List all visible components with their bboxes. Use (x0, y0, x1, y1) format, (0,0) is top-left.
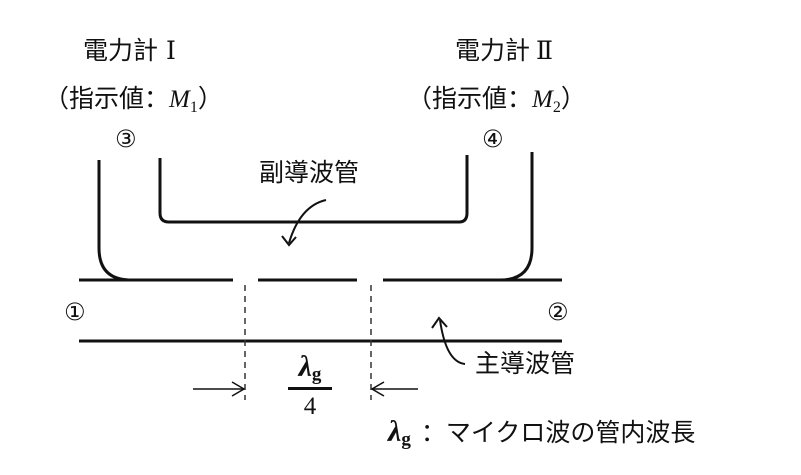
port-1-label: ① (64, 298, 86, 326)
meter-1-reading-sub: 1 (189, 99, 198, 116)
meter-2-numeral: Ⅱ (536, 36, 554, 65)
legend: λg ：マイクロ波の管内波長 (388, 415, 696, 450)
lambda-symbol: λ (298, 350, 312, 383)
fraction-bar (288, 387, 332, 390)
meter-2-reading-sub: 2 (552, 99, 561, 116)
meter-1-reading-prefix: （指示値： (44, 84, 170, 113)
outer-right-wall (499, 152, 534, 282)
meter-1-reading-suffix: ） (197, 84, 223, 113)
quarter-wavelength-fraction: λg 4 (286, 352, 334, 419)
port-4-label: ④ (482, 125, 504, 153)
meter-2-reading-var: M (532, 86, 553, 113)
main-waveguide-label: 主導波管 (475, 349, 576, 378)
sub-waveguide-inner (158, 155, 469, 224)
meter-1-name: 電力計 (83, 36, 159, 65)
sub-waveguide-label: 副導波管 (259, 158, 360, 187)
dimension-arrowhead-right (370, 381, 385, 397)
sub-waveguide-pointer-arrow (288, 199, 327, 244)
fraction-denominator: 4 (303, 393, 317, 420)
dimension-arrowhead-left (231, 381, 246, 397)
sub-waveguide-pointer-arrowhead (281, 235, 297, 247)
meter-2-reading: （指示値：M2） (407, 86, 586, 116)
meter-1-reading-var: M (169, 86, 190, 113)
meter-1-reading: （指示値：M1） (44, 86, 223, 116)
legend-lambda-subscript: g (401, 429, 411, 450)
legend-lambda-symbol: λ (388, 415, 402, 448)
outer-left-wall (97, 160, 132, 282)
port-3-label: ③ (115, 125, 137, 153)
fraction-numerator: λg (286, 350, 334, 385)
main-waveguide-pointer-arrowhead (431, 316, 448, 329)
meter-1-numeral: Ⅰ (166, 36, 176, 65)
meter-2-reading-prefix: （指示値： (407, 84, 533, 113)
legend-text: ：マイクロ波の管内波長 (420, 418, 696, 447)
meter-2-reading-suffix: ） (560, 84, 586, 113)
port-2-label: ② (547, 298, 569, 326)
main-waveguide-pointer-arrow (439, 319, 466, 365)
meter-2-name: 電力計 (455, 36, 531, 65)
lambda-subscript: g (311, 364, 322, 385)
